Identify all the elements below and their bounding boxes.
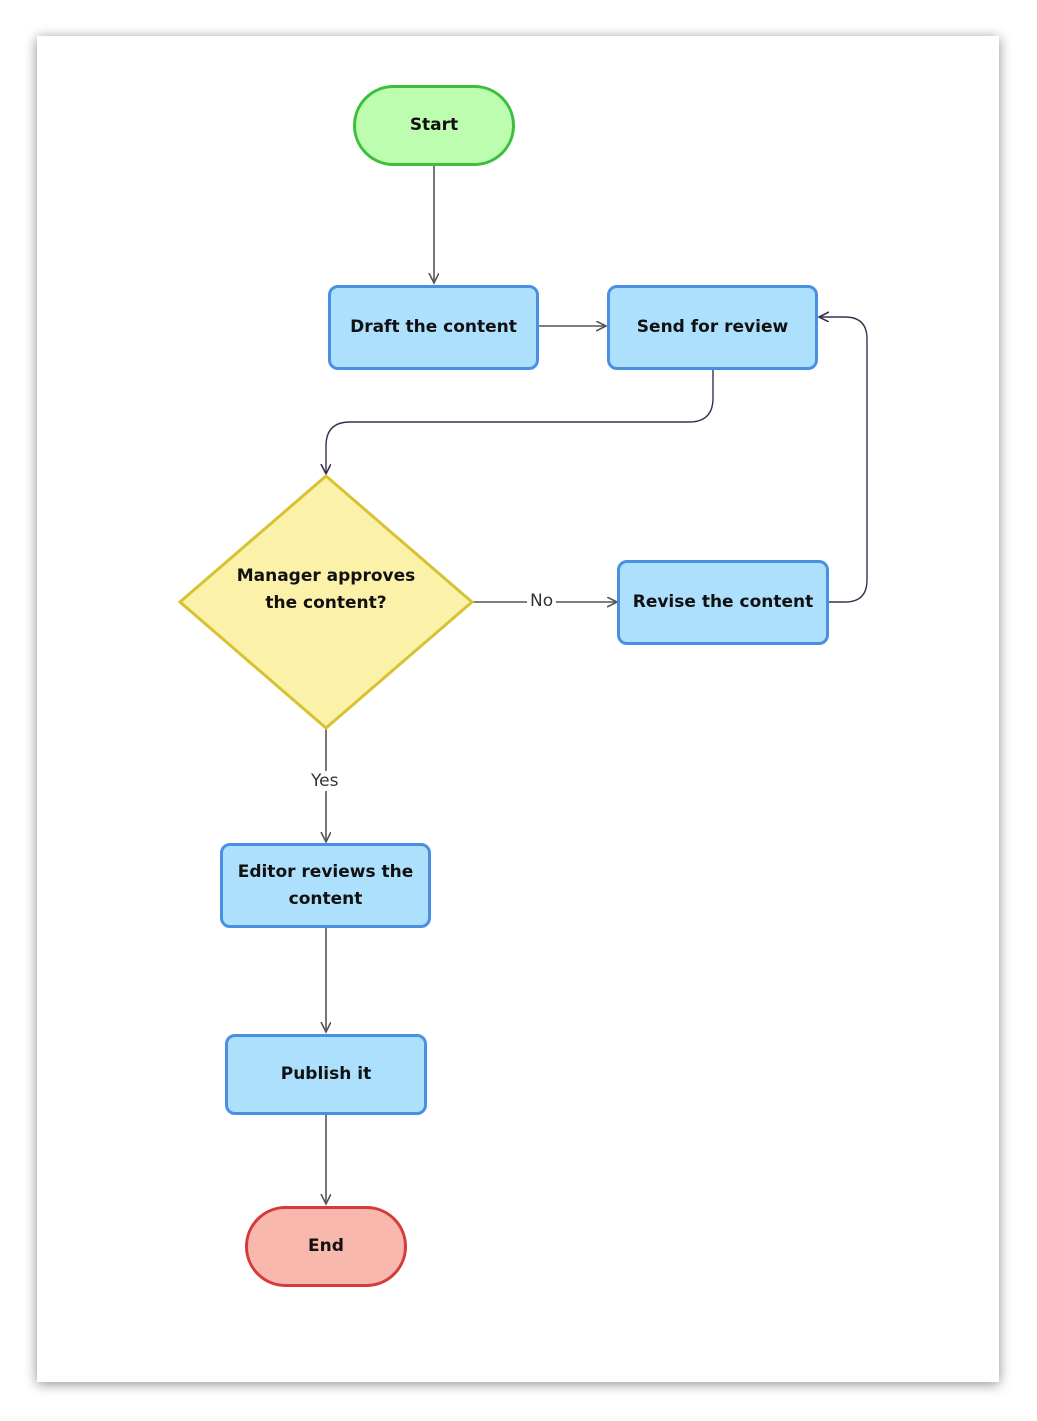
decision-label: Manager approves the content? — [236, 566, 416, 613]
yes-edge-label: Yes — [308, 771, 342, 791]
publish-node: Publish it — [225, 1034, 427, 1115]
revise-content-node: Revise the content — [617, 560, 829, 645]
edge-send-to-decision — [326, 370, 714, 474]
publish-label: Publish it — [280, 1064, 372, 1084]
send-for-review-label: Send for review — [636, 317, 789, 337]
diagram-page — [37, 36, 999, 1382]
no-edge-label: No — [527, 591, 557, 611]
end-node: End — [245, 1206, 407, 1287]
edge-revise-to-send — [819, 317, 868, 603]
editor-reviews-label: Editor reviews the content — [237, 861, 414, 909]
editor-reviews-node: Editor reviews the content — [220, 843, 431, 928]
send-for-review-node: Send for review — [607, 285, 818, 370]
start-label: Start — [409, 115, 459, 135]
draft-content-node: Draft the content — [328, 285, 539, 370]
draft-content-label: Draft the content — [350, 317, 517, 337]
revise-content-label: Revise the content — [632, 592, 814, 612]
start-node: Start — [353, 85, 515, 166]
decision-diamond — [177, 474, 475, 730]
end-label: End — [308, 1236, 344, 1256]
